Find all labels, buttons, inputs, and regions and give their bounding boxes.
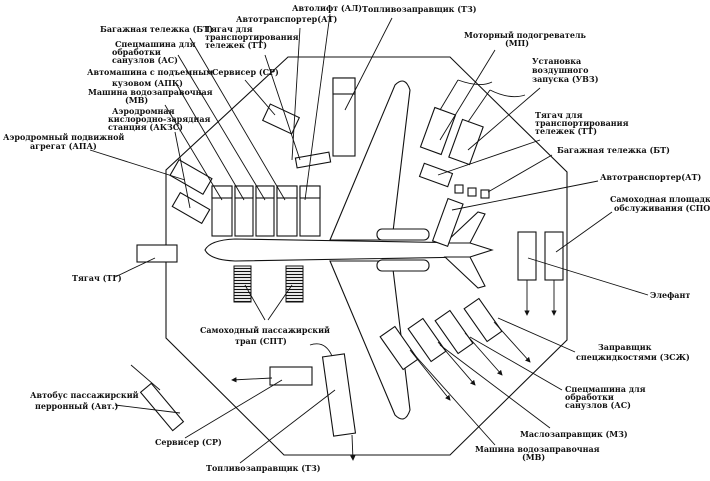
vehicle-as-bottom	[434, 309, 474, 355]
vehicle-tz-top-cab	[332, 77, 356, 95]
cab	[234, 185, 254, 199]
lower-wing	[329, 260, 411, 420]
vehicle-mv-bottom	[379, 325, 419, 371]
fuselage	[204, 238, 494, 262]
engine-right	[376, 259, 430, 272]
vehicles-lower-left	[130, 244, 357, 461]
labels: Автолифт (АЛ) Топливозаправщик (ТЗ) Авто…	[3, 3, 710, 473]
label-tg: Тягач (ТГ)	[72, 273, 122, 283]
label-at-right: Автотранспортер(АТ)	[600, 172, 702, 182]
hose	[467, 89, 491, 123]
vehicle-akzs	[171, 191, 211, 225]
servicing-zone-boundary	[165, 56, 568, 456]
baggage-cart	[454, 184, 464, 194]
direction-arrow	[350, 434, 356, 461]
label-sr-bottom: Сервисер (СР)	[155, 437, 222, 447]
leader-lines	[89, 13, 649, 464]
lower-stabilizer	[443, 256, 486, 289]
vehicle-elefant-2	[544, 231, 564, 281]
direction-arrow	[437, 341, 476, 386]
hose	[489, 89, 526, 98]
baggage-cart	[480, 189, 490, 199]
label-tz-bottom: Топливозаправщик (ТЗ)	[206, 463, 321, 473]
direction-arrow	[493, 321, 531, 363]
direction-line	[130, 364, 161, 391]
vehicle-at-right	[431, 197, 464, 248]
vehicle-apa	[169, 158, 213, 196]
direction-arrow	[464, 332, 503, 376]
vehicle-zszh	[463, 297, 503, 343]
label-elefant: Элефант	[650, 290, 690, 300]
baggage-cart	[467, 187, 477, 197]
vehicles-lower-right	[379, 297, 531, 401]
engine-left	[376, 228, 430, 241]
vehicle-avt	[139, 382, 185, 432]
vehicle-elefant-1	[517, 231, 537, 281]
vehicles-upper-right	[418, 79, 564, 316]
label-al: Автолифт (АЛ)	[292, 3, 362, 13]
cab	[255, 185, 275, 199]
vehicle-tz-bottom	[321, 353, 357, 437]
direction-arrow	[231, 377, 273, 383]
label-sr-top: Сервисер (СР)	[212, 67, 279, 77]
upper-wing	[329, 80, 411, 241]
aircraft	[204, 80, 494, 420]
vehicle-at-top	[294, 151, 332, 169]
vehicle-mp	[419, 106, 457, 156]
label-tz-top: Топливозаправщик (ТЗ)	[362, 4, 477, 14]
vehicle-tt-right	[418, 162, 454, 188]
vehicle-uvz	[448, 118, 484, 166]
vehicle-sr-bottom	[269, 366, 313, 386]
cab	[299, 185, 321, 199]
vehicles-upper-left	[169, 77, 356, 237]
label-at-top: Автотранспортер(АТ)	[236, 14, 338, 24]
hose	[439, 79, 459, 111]
vehicle-spt-2	[285, 265, 304, 303]
label-mz: Маслозаправщик (МЗ)	[520, 429, 628, 439]
label-bt-top: Багажная тележка (БТ)	[100, 24, 213, 34]
cab	[211, 185, 233, 199]
label-bt-right: Багажная тележка (БТ)	[557, 145, 670, 155]
hose	[457, 79, 493, 85]
vehicle-tg	[136, 244, 178, 263]
vehicle-spt-1	[233, 265, 252, 303]
upper-stabilizer	[443, 211, 486, 244]
label-mv-bottom: Машина водозаправочная(МВ)	[475, 444, 600, 462]
direction-arrow	[409, 349, 451, 401]
vehicle-mz	[407, 317, 447, 363]
hose	[309, 343, 333, 357]
label-mp: Моторный подогреватель(МП)	[464, 30, 587, 48]
label-mv-top: Машина водозаправочная(МВ)	[88, 87, 213, 105]
